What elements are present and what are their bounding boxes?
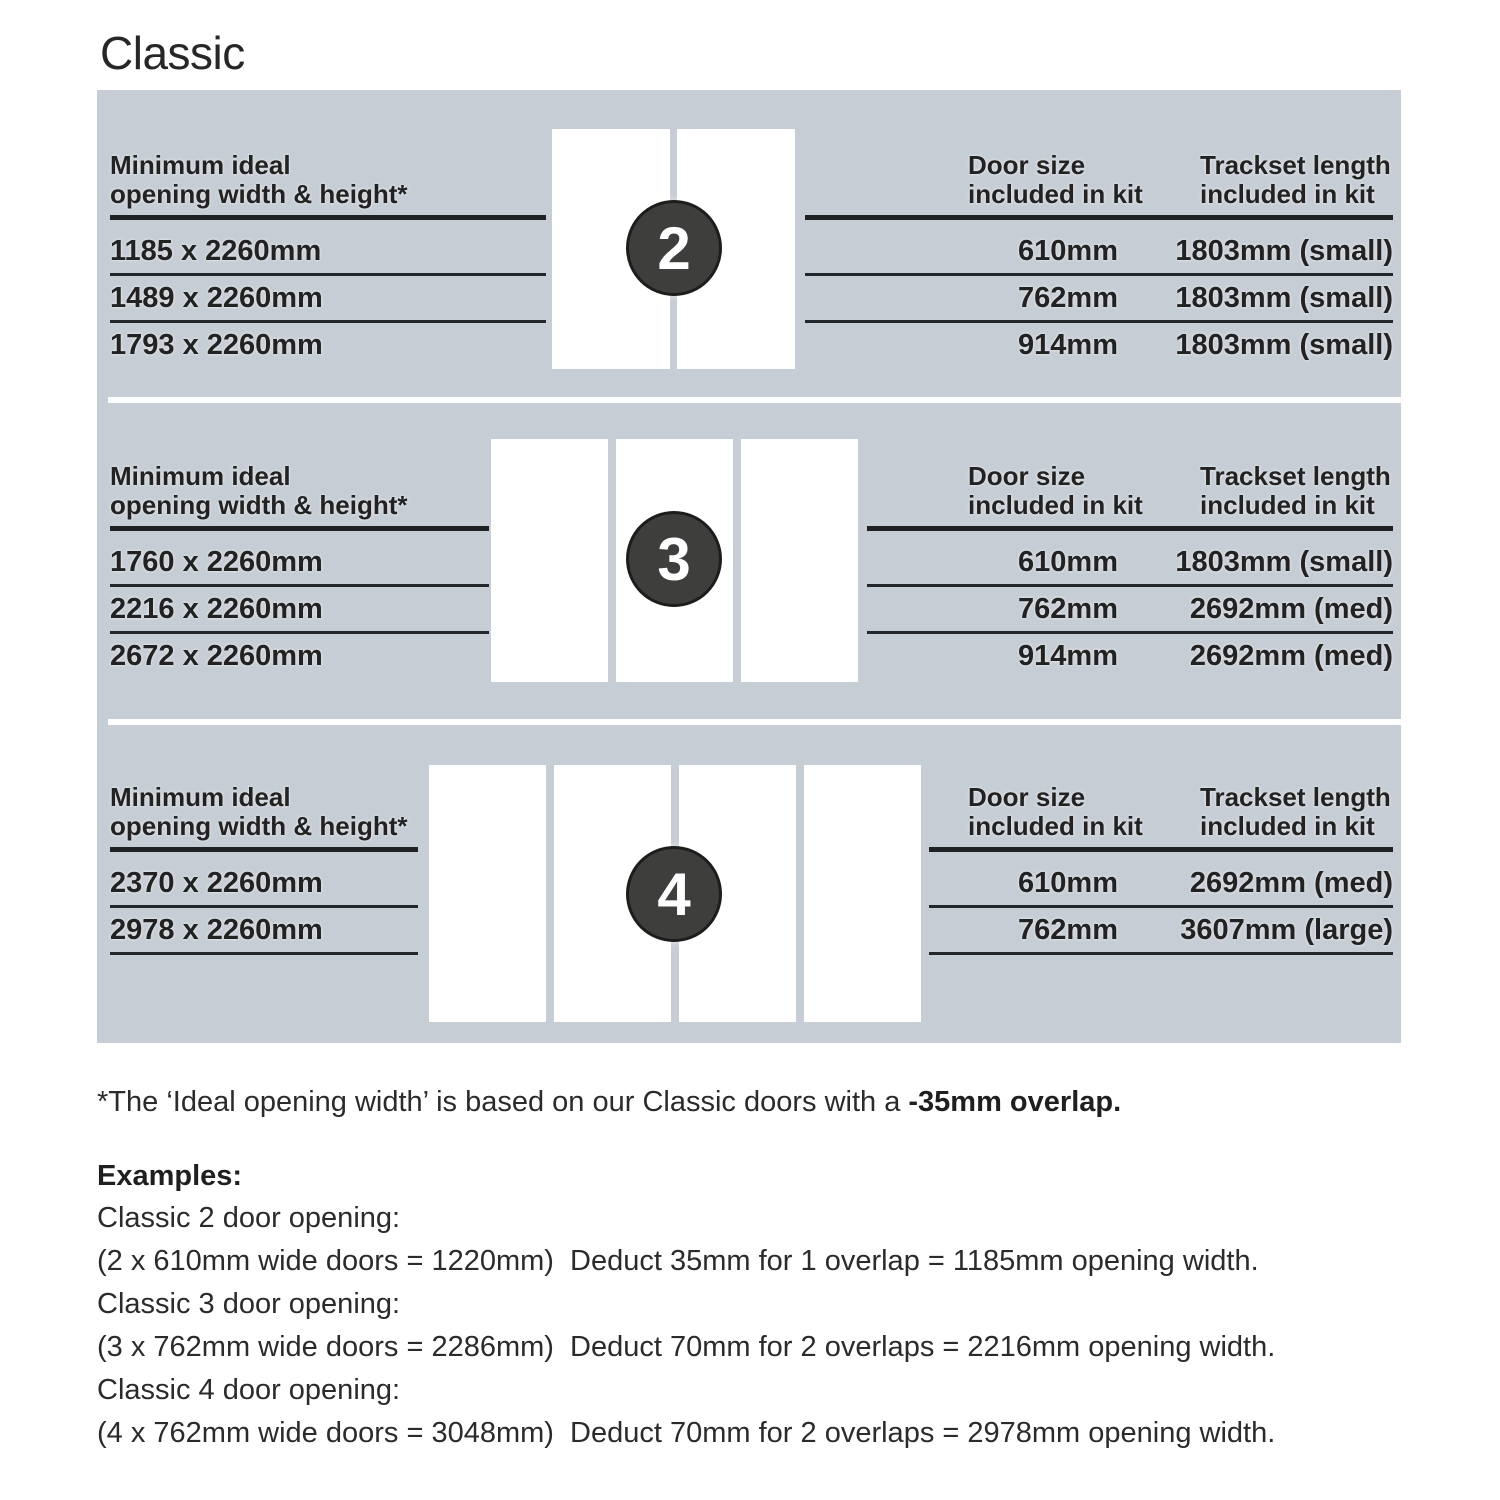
header-rule-right [867,526,1393,531]
door-count-badge: 3 [626,511,722,607]
opening-value: 2216 x 2260mm [110,593,323,625]
row-divider [110,952,418,955]
trackset-header: Trackset length included in kit [1200,783,1391,841]
opening-value: 1489 x 2260mm [110,282,323,314]
header-rule-left [110,847,418,852]
footnote-bold: -35mm overlap. [908,1086,1122,1118]
door-size-header-line2: included in kit [968,490,1143,520]
example-line: (2 x 610mm wide doors = 1220mm) Deduct 3… [97,1245,1259,1277]
door-size-value: 914mm [1018,329,1118,361]
door-size-value: 610mm [1018,867,1118,899]
opening-header: Minimum ideal opening width & height* [110,151,408,209]
door-size-header: Door size included in kit [968,783,1143,841]
example-line: (4 x 762mm wide doors = 3048mm) Deduct 7… [97,1417,1276,1449]
row-divider [805,273,1393,276]
trackset-value: 2692mm (med) [1189,867,1393,899]
door-size-header-line1: Door size [968,150,1086,180]
door-size-value: 610mm [1018,235,1118,267]
trackset-header: Trackset length included in kit [1200,151,1391,209]
opening-header-line2: opening width & height* [110,490,408,520]
examples-heading: Examples: [97,1160,243,1192]
trackset-value: 1803mm (small) [1175,546,1393,578]
trackset-value: 1803mm (small) [1175,329,1393,361]
row-divider [805,320,1393,323]
page-title: Classic [100,27,245,79]
row-divider [929,952,1393,955]
opening-header-line1: Minimum ideal [110,782,291,812]
header-rule-left [110,526,489,531]
door-panel-illustration [741,439,858,682]
trackset-header: Trackset length included in kit [1200,462,1391,520]
panel-separator [108,719,1401,725]
door-size-value: 610mm [1018,546,1118,578]
row-divider [110,584,489,587]
opening-value: 1760 x 2260mm [110,546,323,578]
opening-header-line2: opening width & height* [110,179,408,209]
opening-value: 2370 x 2260mm [110,867,323,899]
door-panel-illustration [491,439,608,682]
trackset-value: 2692mm (med) [1189,593,1393,625]
panel-separator [108,397,1401,403]
example-line: Classic 4 door opening: [97,1374,401,1406]
opening-value: 1793 x 2260mm [110,329,323,361]
row-divider [110,905,418,908]
trackset-value: 2692mm (med) [1189,640,1393,672]
trackset-value: 1803mm (small) [1175,282,1393,314]
panel-3-door: Minimum ideal opening width & height* Do… [97,404,1401,719]
trackset-header-line1: Trackset length [1200,782,1391,812]
opening-value: 2978 x 2260mm [110,914,323,946]
door-size-header: Door size included in kit [968,462,1143,520]
door-size-header-line1: Door size [968,461,1086,491]
row-divider [110,631,489,634]
opening-header-line1: Minimum ideal [110,150,291,180]
spec-board: Minimum ideal opening width & height* Do… [97,90,1401,1043]
example-line: Classic 3 door opening: [97,1288,401,1320]
door-size-header-line2: included in kit [968,811,1143,841]
door-size-header: Door size included in kit [968,151,1143,209]
door-size-value: 914mm [1018,640,1118,672]
row-divider [867,631,1393,634]
trackset-value: 1803mm (small) [1175,235,1393,267]
door-size-header-line1: Door size [968,782,1086,812]
door-size-value: 762mm [1018,593,1118,625]
opening-value: 1185 x 2260mm [110,235,322,267]
door-size-value: 762mm [1018,914,1118,946]
example-line: Classic 2 door opening: [97,1202,401,1234]
opening-header: Minimum ideal opening width & height* [110,462,408,520]
footnote-text: *The ‘Ideal opening width’ is based on o… [97,1086,909,1118]
door-size-header-line2: included in kit [968,179,1143,209]
header-rule-left [110,215,546,220]
row-divider [867,584,1393,587]
panel-2-door: Minimum ideal opening width & height* Do… [97,93,1401,397]
opening-header: Minimum ideal opening width & height* [110,783,408,841]
door-panel-illustration [804,765,921,1022]
door-size-value: 762mm [1018,282,1118,314]
row-divider [110,273,546,276]
header-rule-right [929,847,1393,852]
trackset-header-line2: included in kit [1200,179,1375,209]
door-count-badge: 4 [626,846,722,942]
trackset-header-line1: Trackset length [1200,461,1391,491]
door-panel-illustration [429,765,546,1022]
trackset-value: 3607mm (large) [1180,914,1393,946]
header-rule-right [805,215,1393,220]
opening-header-line1: Minimum ideal [110,461,291,491]
examples-list: Classic 2 door opening: (2 x 610mm wide … [97,1197,1275,1455]
panel-4-door: Minimum ideal opening width & height* Do… [97,725,1401,1043]
door-count-badge: 2 [626,200,722,296]
opening-header-line2: opening width & height* [110,811,408,841]
trackset-header-line2: included in kit [1200,490,1375,520]
row-divider [110,320,546,323]
row-divider [929,905,1393,908]
trackset-header-line2: included in kit [1200,811,1375,841]
footnote: *The ‘Ideal opening width’ is based on o… [97,1086,1121,1119]
opening-value: 2672 x 2260mm [110,640,323,672]
trackset-header-line1: Trackset length [1200,150,1391,180]
example-line: (3 x 762mm wide doors = 2286mm) Deduct 7… [97,1331,1276,1363]
